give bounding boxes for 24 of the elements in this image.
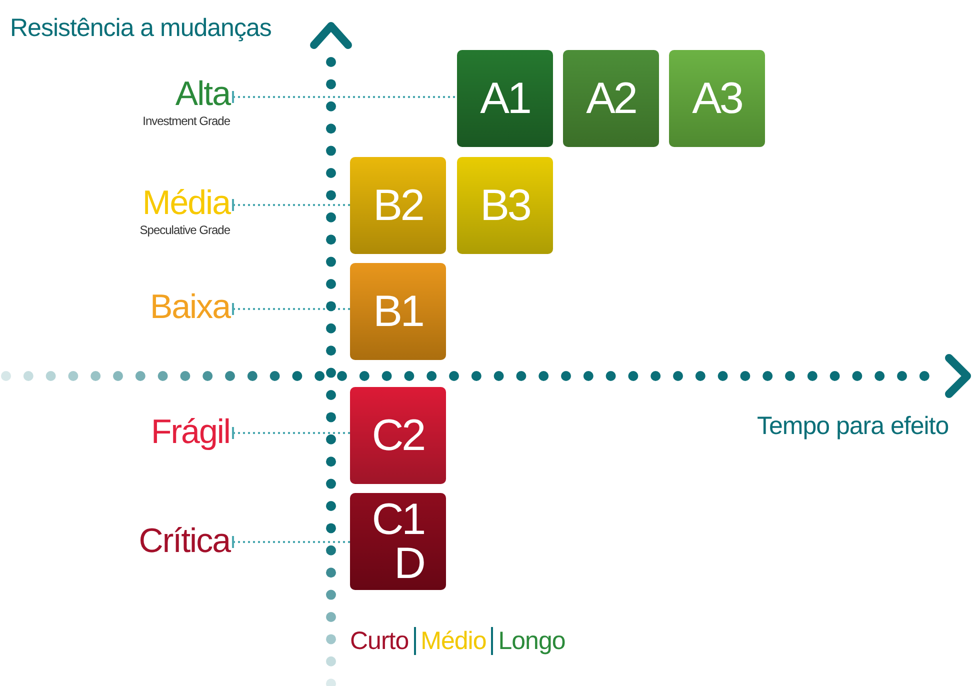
rating-box: B3 xyxy=(457,157,553,254)
rating-box: A3 xyxy=(669,50,765,147)
level-label: Média xyxy=(142,183,230,223)
level-label: Crítica xyxy=(138,521,230,561)
rating-box: B2 xyxy=(350,157,446,254)
leader-line xyxy=(232,427,350,439)
grade-note: Investment Grade xyxy=(142,114,230,128)
axis-label: Tempo para efeito xyxy=(757,411,949,442)
term-label: Longo xyxy=(498,626,566,656)
level-label: Baixa xyxy=(150,287,230,327)
axis-label: Resistência a mudanças xyxy=(10,13,272,44)
level-label: Alta xyxy=(175,74,230,114)
term-label: Curto xyxy=(350,626,409,656)
rating-box: A2 xyxy=(563,50,659,147)
grade-note: Speculative Grade xyxy=(140,223,230,237)
term-label: Médio xyxy=(420,626,486,656)
rating-box: C1 D xyxy=(350,493,446,590)
leader-line xyxy=(232,91,457,103)
leader-line xyxy=(232,303,350,315)
leader-line xyxy=(232,536,350,548)
rating-box: B1 xyxy=(350,263,446,360)
rating-box: A1 xyxy=(457,50,553,147)
rating-box: C2 xyxy=(350,387,446,484)
level-label: Frágil xyxy=(150,412,230,452)
